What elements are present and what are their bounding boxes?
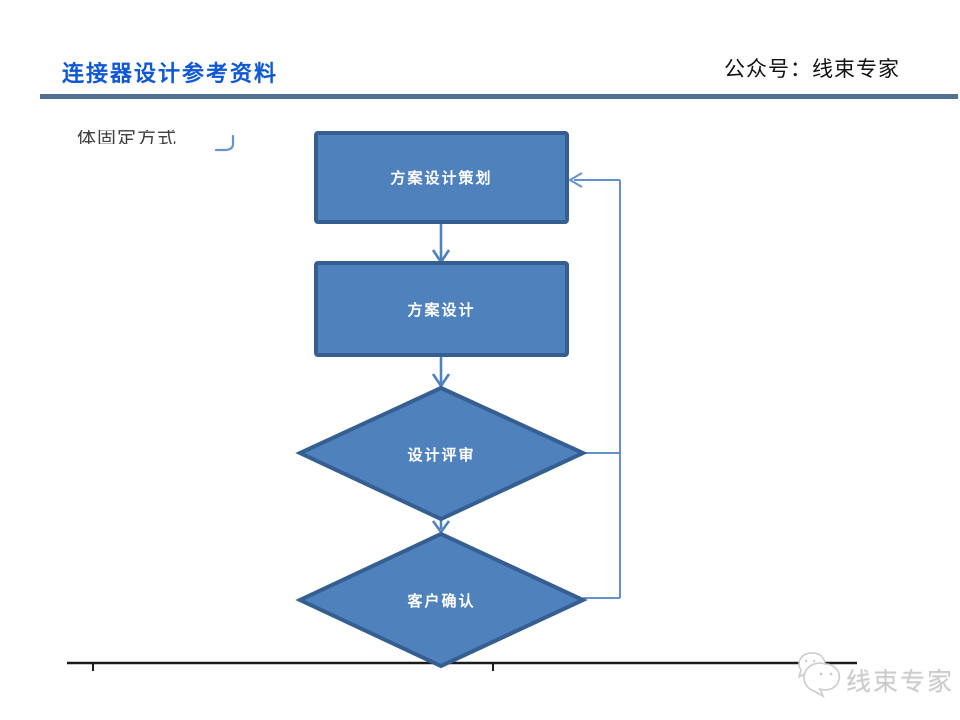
header-divider	[40, 94, 958, 99]
node-review-diamond	[295, 385, 588, 522]
clipped-text-fragment: 体固定方式	[77, 130, 197, 144]
feedback-connector	[568, 172, 621, 599]
corner-bracket-fragment	[214, 134, 235, 152]
feedback-arrowhead	[568, 172, 583, 188]
watermark-text: 线束专家	[846, 667, 955, 696]
account-label: 公众号：线束专家	[724, 57, 900, 81]
watermark: 线束专家	[786, 648, 956, 706]
node-confirm-diamond	[295, 531, 588, 669]
wechat-bubbles-icon	[797, 652, 841, 698]
node-design-box	[314, 261, 569, 357]
timeline-axis	[67, 661, 857, 671]
page-title: 连接器设计参考资料	[62, 61, 279, 87]
clipped-text: 体固定方式	[77, 130, 178, 144]
node-plan-box	[314, 131, 569, 224]
